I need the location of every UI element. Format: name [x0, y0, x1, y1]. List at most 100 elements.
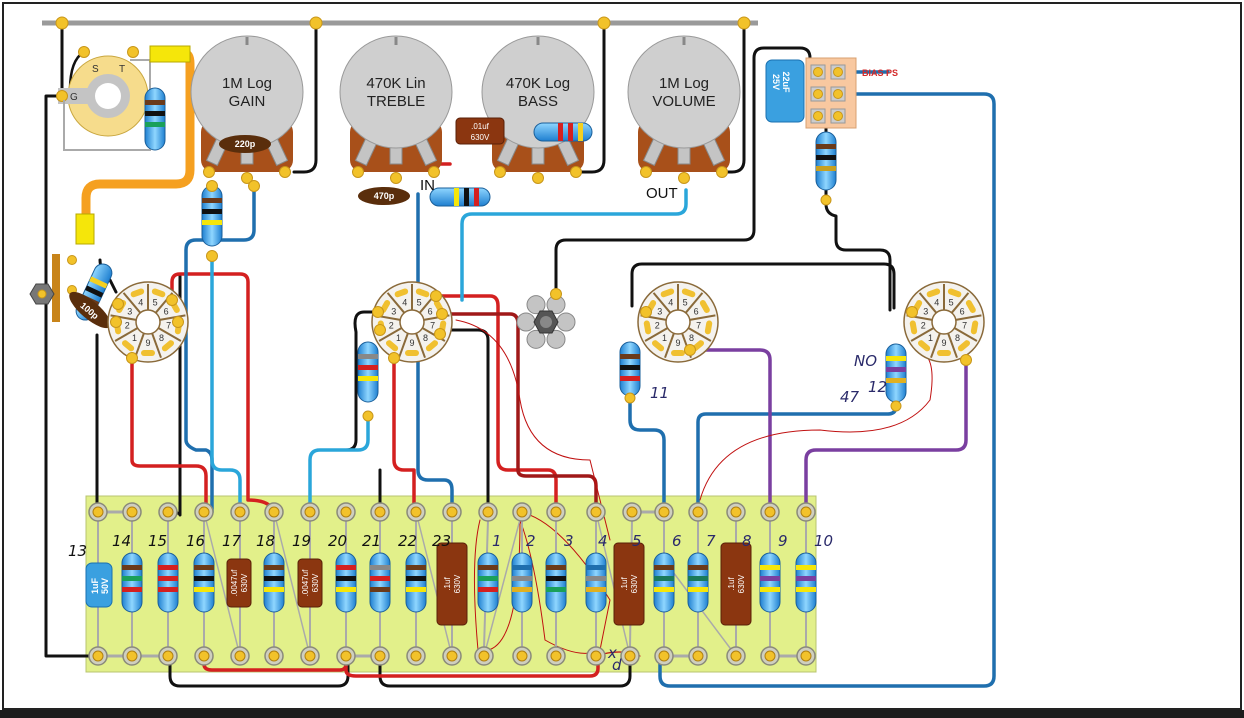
tube-socket-v3-divider	[684, 292, 704, 314]
board-number-9: 9	[778, 532, 788, 550]
cap-23-voltage: 630V	[453, 574, 462, 593]
input-jack-hole	[95, 83, 121, 109]
cable-sleeve	[149, 45, 191, 63]
tube-socket-v2-divider	[378, 327, 403, 342]
turret-solder	[626, 506, 638, 518]
ground-wire	[378, 658, 632, 688]
board-resistor	[193, 552, 215, 613]
tube-socket-v4-divider	[930, 332, 941, 359]
resistor-band	[194, 587, 214, 592]
tube-socket-v1-divider	[114, 327, 139, 342]
resistor-band	[512, 565, 532, 570]
resistor-band	[558, 123, 563, 141]
resistor-band	[760, 565, 780, 570]
board-resistor	[511, 552, 533, 613]
board-resistor	[759, 552, 781, 613]
resistor-band	[620, 376, 640, 381]
resistor-band	[358, 354, 378, 359]
tube-socket-v3-pin-contact	[699, 300, 710, 313]
turret-solder	[482, 506, 494, 518]
signal-wire	[308, 414, 370, 514]
board-number-4: 4	[598, 532, 608, 550]
cap-8-value: .1uf	[727, 577, 736, 591]
turret-solder	[374, 506, 386, 518]
solder-joint	[434, 328, 446, 340]
output-jack-lug	[516, 312, 536, 332]
output-jack-lug	[526, 329, 546, 349]
output-jack-lug	[546, 329, 566, 349]
cap-1uf	[85, 562, 113, 608]
tube-socket-v3-pin-label: 4	[668, 297, 673, 307]
tube-socket-v2-pin-label: 2	[389, 321, 394, 331]
resistor-band	[194, 565, 214, 570]
pot-volume-body	[627, 35, 741, 149]
solder-joint	[906, 306, 918, 318]
resistor-band	[454, 188, 459, 206]
resistor-band	[370, 565, 390, 570]
resistor-band	[336, 587, 356, 592]
solder-joint	[624, 392, 636, 404]
tube-socket-v3-divider	[689, 314, 716, 321]
board-number-6: 6	[672, 532, 682, 550]
tube-socket-v4-pin-contact	[947, 288, 962, 298]
ground-wire	[716, 21, 746, 174]
tube-socket-v1-pin-contact	[161, 340, 174, 352]
cap-22uf	[765, 59, 805, 123]
tube-socket-v1-divider	[157, 327, 182, 342]
solder-joint	[678, 172, 690, 184]
annotation-line	[699, 357, 933, 501]
tube-socket-v1-pin-contact	[141, 350, 155, 356]
cap-19-value: .0047uf	[301, 569, 310, 596]
jack-lug-g: G	[70, 92, 78, 103]
board-resistor	[585, 552, 607, 613]
bottom-bar	[0, 710, 1244, 718]
solder-joint	[206, 250, 218, 262]
tube-socket-v4-pin-contact	[926, 288, 941, 298]
resistor-band	[586, 576, 606, 581]
tube-socket-v1-pin-label: 2	[125, 321, 130, 331]
solder-joint	[78, 46, 90, 58]
cap-23-value: .1uf	[443, 577, 452, 591]
pot-treble-notch	[394, 37, 398, 45]
jack-lead	[63, 59, 151, 151]
solder-joint	[494, 166, 506, 178]
plate-wire	[170, 272, 276, 514]
resistor-band	[264, 587, 284, 592]
tube-socket-v4-pin-label: 2	[921, 321, 926, 331]
tube-socket-v3-divider	[687, 327, 712, 342]
pot-bass-notch	[536, 37, 540, 45]
cap-22uf-value: 22uF	[781, 71, 791, 93]
resistor-band	[688, 565, 708, 570]
ground-wire	[630, 262, 896, 310]
pot-gain-name: GAIN	[229, 93, 266, 110]
resistor-band	[358, 376, 378, 381]
tube-socket-v2-pin-label: 3	[391, 307, 396, 317]
board-number-3: 3	[564, 532, 574, 550]
board-number-5: 5	[632, 532, 642, 550]
resistor-band	[122, 587, 142, 592]
board-resistor	[405, 552, 427, 613]
turret-solder	[304, 506, 316, 518]
turret-solder	[374, 650, 386, 662]
tube-socket-v2-pin-label: 6	[428, 307, 433, 317]
in-label: IN	[420, 177, 435, 194]
board-resistor	[121, 552, 143, 613]
b-plus-wire	[202, 654, 600, 678]
resistor-band	[145, 111, 165, 116]
resistor-band	[158, 565, 178, 570]
solder-joint	[430, 290, 442, 302]
tube-socket-v3-pin-contact	[671, 350, 685, 356]
tube-socket-v3-hole	[665, 309, 691, 335]
plate-wire	[444, 312, 598, 514]
bias-wire	[824, 96, 892, 312]
cap-470p	[358, 187, 410, 205]
output-jack	[516, 295, 576, 349]
solder-joint	[309, 16, 323, 30]
resistor-band	[336, 576, 356, 581]
resistor-band	[796, 576, 816, 581]
grid-wire	[804, 358, 968, 514]
tube-socket-v4-pin-label: 9	[941, 338, 946, 348]
tube-socket-v2-divider	[398, 332, 409, 359]
